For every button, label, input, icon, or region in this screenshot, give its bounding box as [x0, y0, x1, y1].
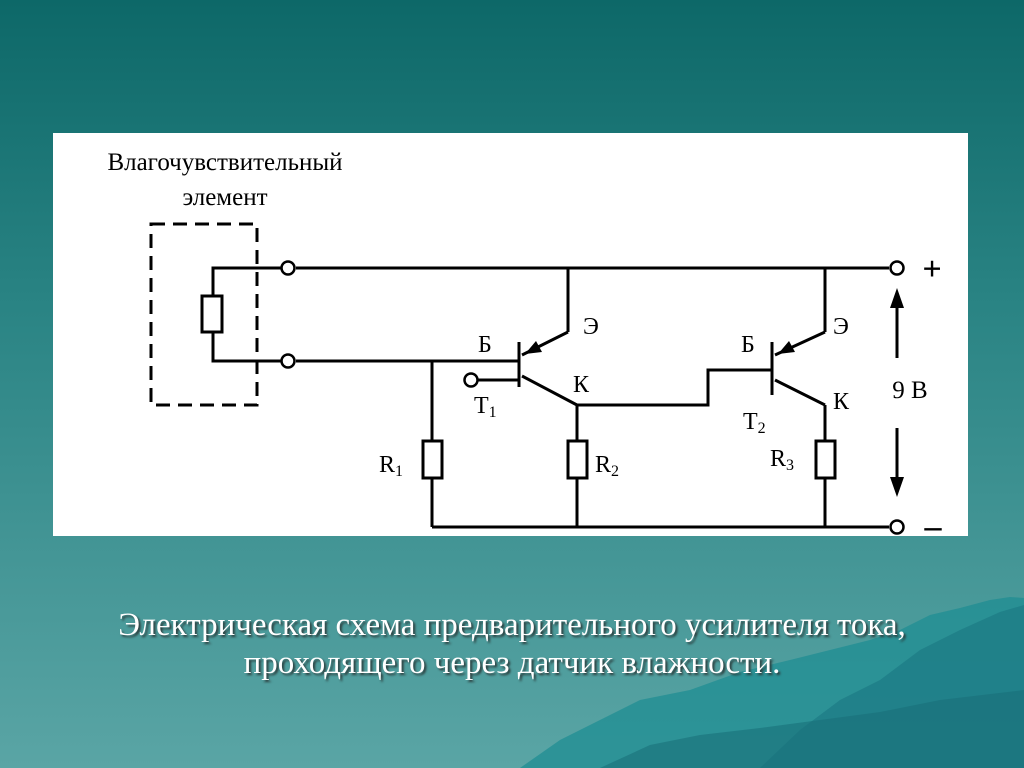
sensor-resistor [200, 294, 224, 334]
t1-base-label: Б [478, 332, 492, 358]
sensor-terminal-bottom [280, 353, 296, 369]
t1-base-terminal [463, 372, 479, 388]
t2-emitter-arrow [778, 341, 795, 354]
t1-emitter-label: Э [583, 314, 599, 340]
sensor-dashed-box [149, 222, 259, 407]
minus-sign: – [924, 508, 943, 536]
voltage-label: 9 В [892, 377, 927, 404]
t2-emitter-label: Э [833, 314, 849, 340]
r3-label: R3 [770, 446, 794, 474]
t1-collector-label: К [573, 372, 590, 398]
r2-resistor [566, 439, 589, 480]
sensor-terminal-top [280, 260, 296, 276]
r1-resistor [421, 439, 444, 480]
t2-collector-label: К [833, 389, 850, 415]
sensor-wire [211, 266, 281, 363]
t1-collector-lead [521, 374, 578, 407]
r1-label: R1 [379, 452, 403, 480]
t1-name-label: Т1 [474, 393, 497, 421]
plus-terminal [889, 260, 905, 276]
plus-sign: + [922, 251, 941, 288]
t2-name-label: Т2 [743, 409, 766, 437]
t1-collector-wire [577, 368, 772, 407]
circuit-diagram: Влагочувствительный элемент + – 9 В Э Б … [107, 149, 943, 536]
caption-line2: проходящего через датчик влажности. [243, 645, 781, 681]
circuit-panel: Влагочувствительный элемент + – 9 В Э Б … [53, 133, 968, 536]
t2-collector-lead [774, 378, 826, 407]
sensor-label-line1: Влагочувствительный [107, 149, 342, 176]
slide-caption: Электрическая схема предварительного уси… [0, 606, 1024, 682]
minus-terminal [889, 519, 905, 535]
t1-emitter-arrow [525, 341, 542, 354]
t2-base-label: Б [741, 332, 755, 358]
r3-resistor [814, 439, 837, 480]
voltage-arrow-up-head [890, 288, 904, 308]
r2-label: R2 [595, 452, 619, 480]
sensor-label-line2: элемент [182, 184, 267, 211]
caption-line1: Электрическая схема предварительного уси… [118, 607, 906, 643]
voltage-arrow-down-head [890, 477, 904, 497]
